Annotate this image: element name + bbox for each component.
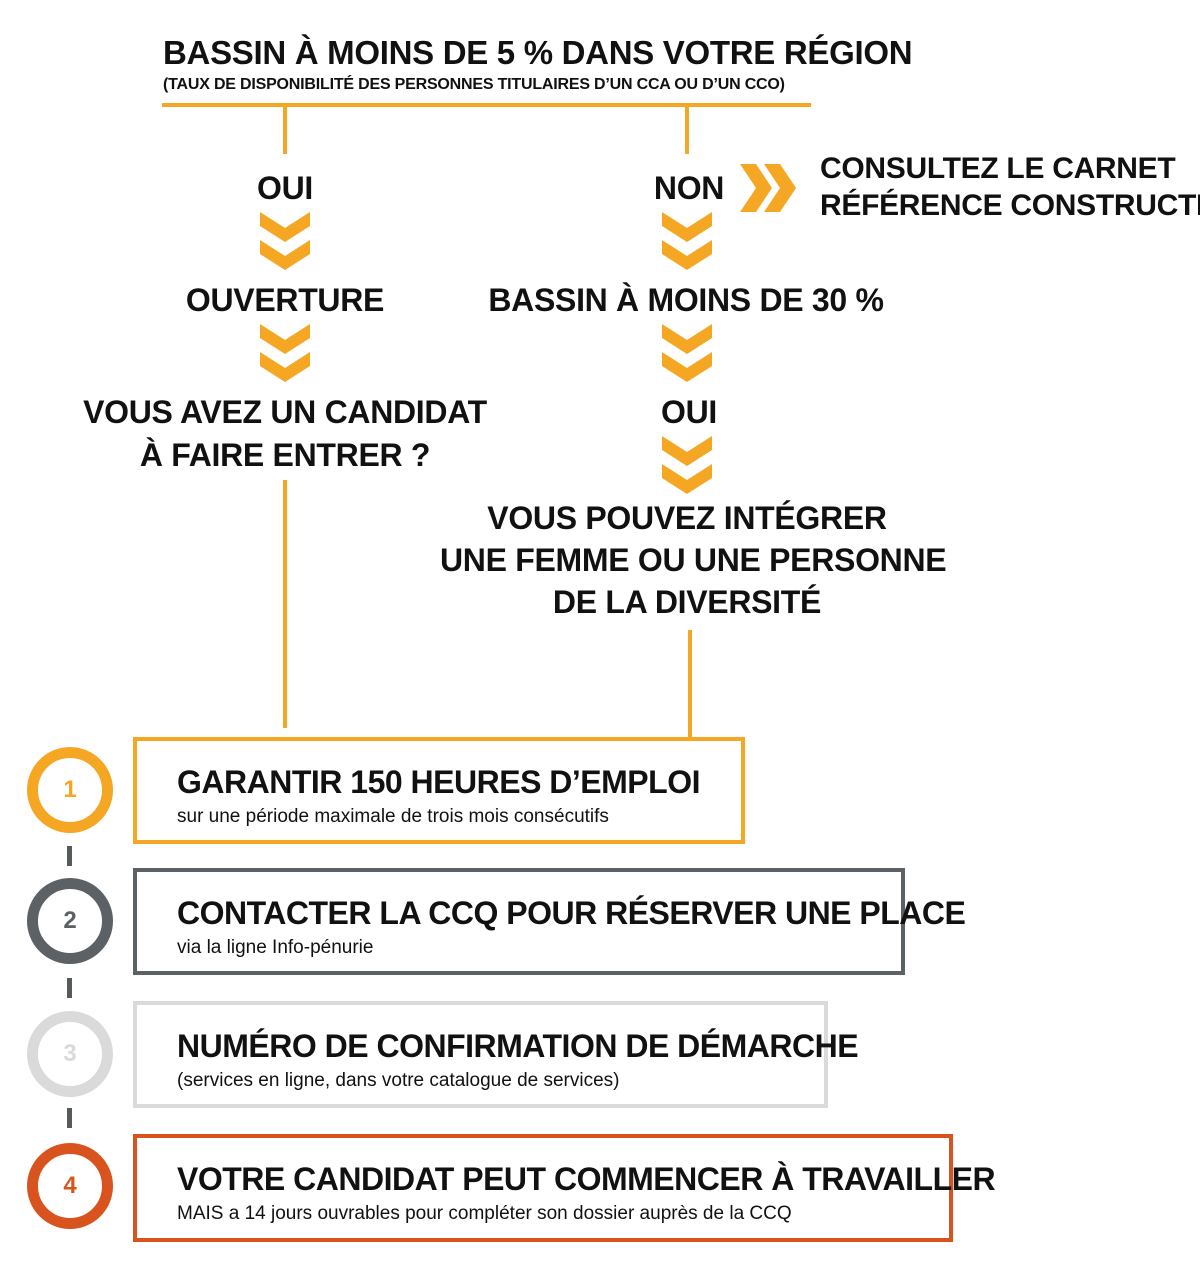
page-title: BASSIN À MOINS DE 5 % DANS VOTRE RÉGION (163, 34, 913, 71)
step-1-subtitle: sur une période maximale de trois mois c… (177, 806, 609, 827)
step-3-subtitle: (services en ligne, dans votre catalogue… (177, 1070, 620, 1091)
step-2-number: 2 (63, 907, 77, 934)
step-4-subtitle: MAIS a 14 jours ouvrables pour compléter… (177, 1203, 792, 1224)
double-chevron-down-icon (662, 212, 712, 270)
double-chevron-down-icon (260, 212, 310, 270)
step-4-number: 4 (63, 1172, 77, 1199)
connector-right-bottom (688, 630, 692, 740)
left-step: OUVERTURE (185, 282, 385, 318)
step-connector-dash (67, 846, 72, 866)
step-2-number-badge: 2 (27, 878, 113, 964)
left-question-line1: VOUS AVEZ UN CANDIDAT (83, 394, 487, 430)
left-answer: OUI (257, 170, 313, 206)
page-subtitle: (TAUX DE DISPONIBILITÉ DES PERSONNES TIT… (163, 76, 785, 93)
connector-left-top (283, 106, 287, 154)
right-result-line1: VOUS POUVEZ INTÉGRER (487, 500, 887, 536)
step-3-box: NUMÉRO DE CONFIRMATION DE DÉMARCHE (serv… (133, 1001, 859, 1108)
step-2-box: CONTACTER LA CCQ POUR RÉSERVER UNE PLACE… (133, 868, 966, 975)
right-answer-2: OUI (661, 394, 717, 430)
step-4-box: VOTRE CANDIDAT PEUT COMMENCER À TRAVAILL… (133, 1134, 996, 1242)
step-connector-dash (67, 1108, 72, 1128)
side-note-line2: RÉFÉRENCE CONSTRUCTION (820, 189, 1200, 222)
right-result-line2: UNE FEMME OU UNE PERSONNE (440, 542, 947, 578)
step-2-title: CONTACTER LA CCQ POUR RÉSERVER UNE PLACE (177, 895, 966, 931)
side-note-line1: CONSULTEZ LE CARNET (820, 152, 1176, 185)
step-3-number: 3 (63, 1040, 77, 1067)
step-2-subtitle: via la ligne Info-pénurie (177, 937, 374, 958)
double-chevron-down-icon (260, 324, 310, 382)
step-connector-dash (67, 978, 72, 998)
step-1-number: 1 (63, 776, 77, 803)
connector-right-top (685, 106, 689, 154)
step-3-title: NUMÉRO DE CONFIRMATION DE DÉMARCHE (177, 1028, 859, 1064)
step-1-box: GARANTIR 150 HEURES D’EMPLOI sur une pér… (133, 737, 745, 844)
right-result-line3: DE LA DIVERSITÉ (552, 584, 822, 620)
double-chevron-right-icon (740, 164, 796, 212)
double-chevron-down-icon (662, 324, 712, 382)
header-underline (162, 103, 811, 107)
step-4-number-badge: 4 (27, 1143, 113, 1229)
right-answer: NON (653, 170, 725, 206)
step-3-number-badge: 3 (27, 1011, 113, 1097)
right-step: BASSIN À MOINS DE 30 % (488, 282, 884, 318)
step-1-title: GARANTIR 150 HEURES D’EMPLOI (177, 764, 700, 800)
step-1-number-badge: 1 (27, 747, 113, 833)
left-question-line2: À FAIRE ENTRER ? (139, 437, 431, 473)
step-4-title: VOTRE CANDIDAT PEUT COMMENCER À TRAVAILL… (177, 1161, 996, 1197)
double-chevron-down-icon (662, 436, 712, 494)
connector-left-bottom (283, 480, 287, 728)
